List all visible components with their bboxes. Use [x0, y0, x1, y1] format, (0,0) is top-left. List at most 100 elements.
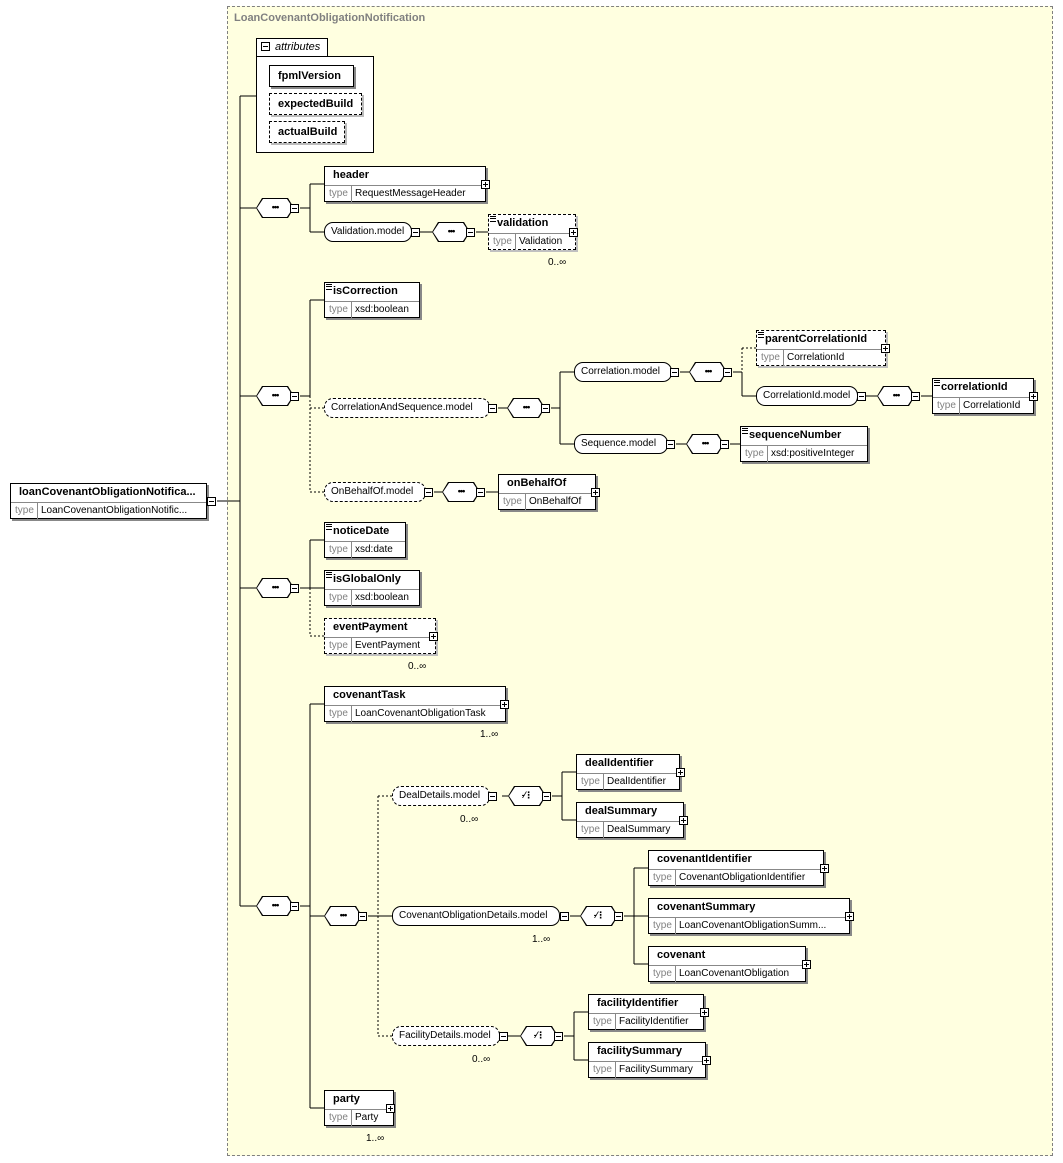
- element-type: CorrelationId: [787, 352, 845, 363]
- collapse-icon[interactable]: [261, 42, 270, 51]
- group-validation-model[interactable]: Validation.model: [324, 222, 412, 242]
- element-name: header: [333, 169, 370, 181]
- collapse-icon[interactable]: [488, 404, 497, 413]
- collapse-icon[interactable]: [499, 1032, 508, 1041]
- collapse-icon[interactable]: [857, 392, 866, 401]
- group-onbehalfof-model[interactable]: OnBehalfOf.model: [324, 482, 426, 502]
- attribute-expectedbuild[interactable]: expectedBuild: [269, 93, 362, 115]
- collapse-icon[interactable]: [911, 392, 920, 401]
- group-correlation-model[interactable]: Correlation.model: [574, 362, 672, 382]
- type-label: type: [653, 968, 672, 979]
- expand-icon[interactable]: [500, 700, 509, 709]
- type-label: type: [493, 236, 512, 247]
- element-name: party: [333, 1093, 360, 1105]
- group-covenantobligationdetails-model[interactable]: CovenantObligationDetails.model: [392, 906, 560, 926]
- expand-icon[interactable]: [676, 768, 685, 777]
- sequence-icon: •••: [878, 387, 914, 405]
- choice-icon: -⁄⋮: [509, 787, 545, 805]
- element-type: LoanCovenantObligationNotific...: [41, 505, 188, 516]
- collapse-icon[interactable]: [476, 488, 485, 497]
- expand-icon[interactable]: [802, 960, 811, 969]
- attribute-actualbuild[interactable]: actualBuild: [269, 121, 345, 143]
- sequence-icon: •••: [687, 435, 723, 453]
- element-type: xsd:date: [355, 544, 393, 555]
- expand-icon[interactable]: [386, 1104, 395, 1113]
- element-type: xsd:boolean: [355, 592, 409, 603]
- type-label: type: [653, 920, 672, 931]
- collapse-icon[interactable]: [290, 584, 299, 593]
- occurrence-label: 0..∞: [548, 257, 567, 268]
- element-name: covenantSummary: [657, 901, 756, 913]
- collapse-icon[interactable]: [723, 368, 732, 377]
- collapse-icon[interactable]: [488, 792, 497, 801]
- collapse-icon[interactable]: [290, 902, 299, 911]
- collapse-icon[interactable]: [554, 1032, 563, 1041]
- group-correlationandsequence-model[interactable]: CorrelationAndSequence.model: [324, 398, 490, 418]
- collapse-icon[interactable]: [670, 368, 679, 377]
- expand-icon[interactable]: [569, 228, 578, 237]
- attributes-tab-label: attributes: [275, 41, 321, 53]
- element-type: CorrelationId: [963, 400, 1021, 411]
- element-type: Validation: [519, 236, 563, 247]
- type-label: type: [581, 776, 600, 787]
- collapse-icon[interactable]: [207, 497, 216, 506]
- expand-icon[interactable]: [679, 816, 688, 825]
- element-type: EventPayment: [355, 640, 421, 651]
- attributes-tab[interactable]: attributes: [256, 38, 328, 57]
- element-name: dealSummary: [585, 805, 658, 817]
- collapse-icon[interactable]: [614, 912, 623, 921]
- type-label: type: [329, 188, 348, 199]
- occurrence-label: 1..∞: [366, 1133, 385, 1144]
- collapse-icon[interactable]: [358, 912, 367, 921]
- expand-icon[interactable]: [820, 864, 829, 873]
- group-dealdetails-model[interactable]: DealDetails.model: [392, 786, 490, 806]
- occurrence-label: 0..∞: [460, 814, 479, 825]
- group-correlationid-model[interactable]: CorrelationId.model: [756, 386, 858, 406]
- collapse-icon[interactable]: [666, 440, 675, 449]
- sequence-icon: •••: [433, 223, 469, 241]
- collapse-icon[interactable]: [542, 792, 551, 801]
- collapse-icon[interactable]: [411, 228, 420, 237]
- attribute-fpmlversion[interactable]: fpmlVersion: [269, 65, 354, 87]
- expand-icon[interactable]: [429, 632, 438, 641]
- sequence-icon: •••: [325, 907, 361, 925]
- collapse-icon[interactable]: [290, 204, 299, 213]
- expand-icon[interactable]: [700, 1008, 709, 1017]
- element-name: covenant: [657, 949, 706, 961]
- collapse-icon[interactable]: [541, 404, 550, 413]
- collapse-icon[interactable]: [424, 488, 433, 497]
- collapse-icon[interactable]: [466, 228, 475, 237]
- expand-icon[interactable]: [481, 180, 490, 189]
- collapse-icon[interactable]: [720, 440, 729, 449]
- expand-icon[interactable]: [881, 344, 890, 353]
- group-facilitydetails-model[interactable]: FacilityDetails.model: [392, 1026, 500, 1046]
- collapse-icon[interactable]: [290, 392, 299, 401]
- type-label: type: [15, 505, 34, 516]
- group-sequence-model[interactable]: Sequence.model: [574, 434, 668, 454]
- expand-icon[interactable]: [591, 488, 600, 497]
- collapse-icon[interactable]: [560, 912, 569, 921]
- expand-icon[interactable]: [702, 1056, 711, 1065]
- expand-icon[interactable]: [845, 912, 854, 921]
- expand-icon[interactable]: [1029, 392, 1038, 401]
